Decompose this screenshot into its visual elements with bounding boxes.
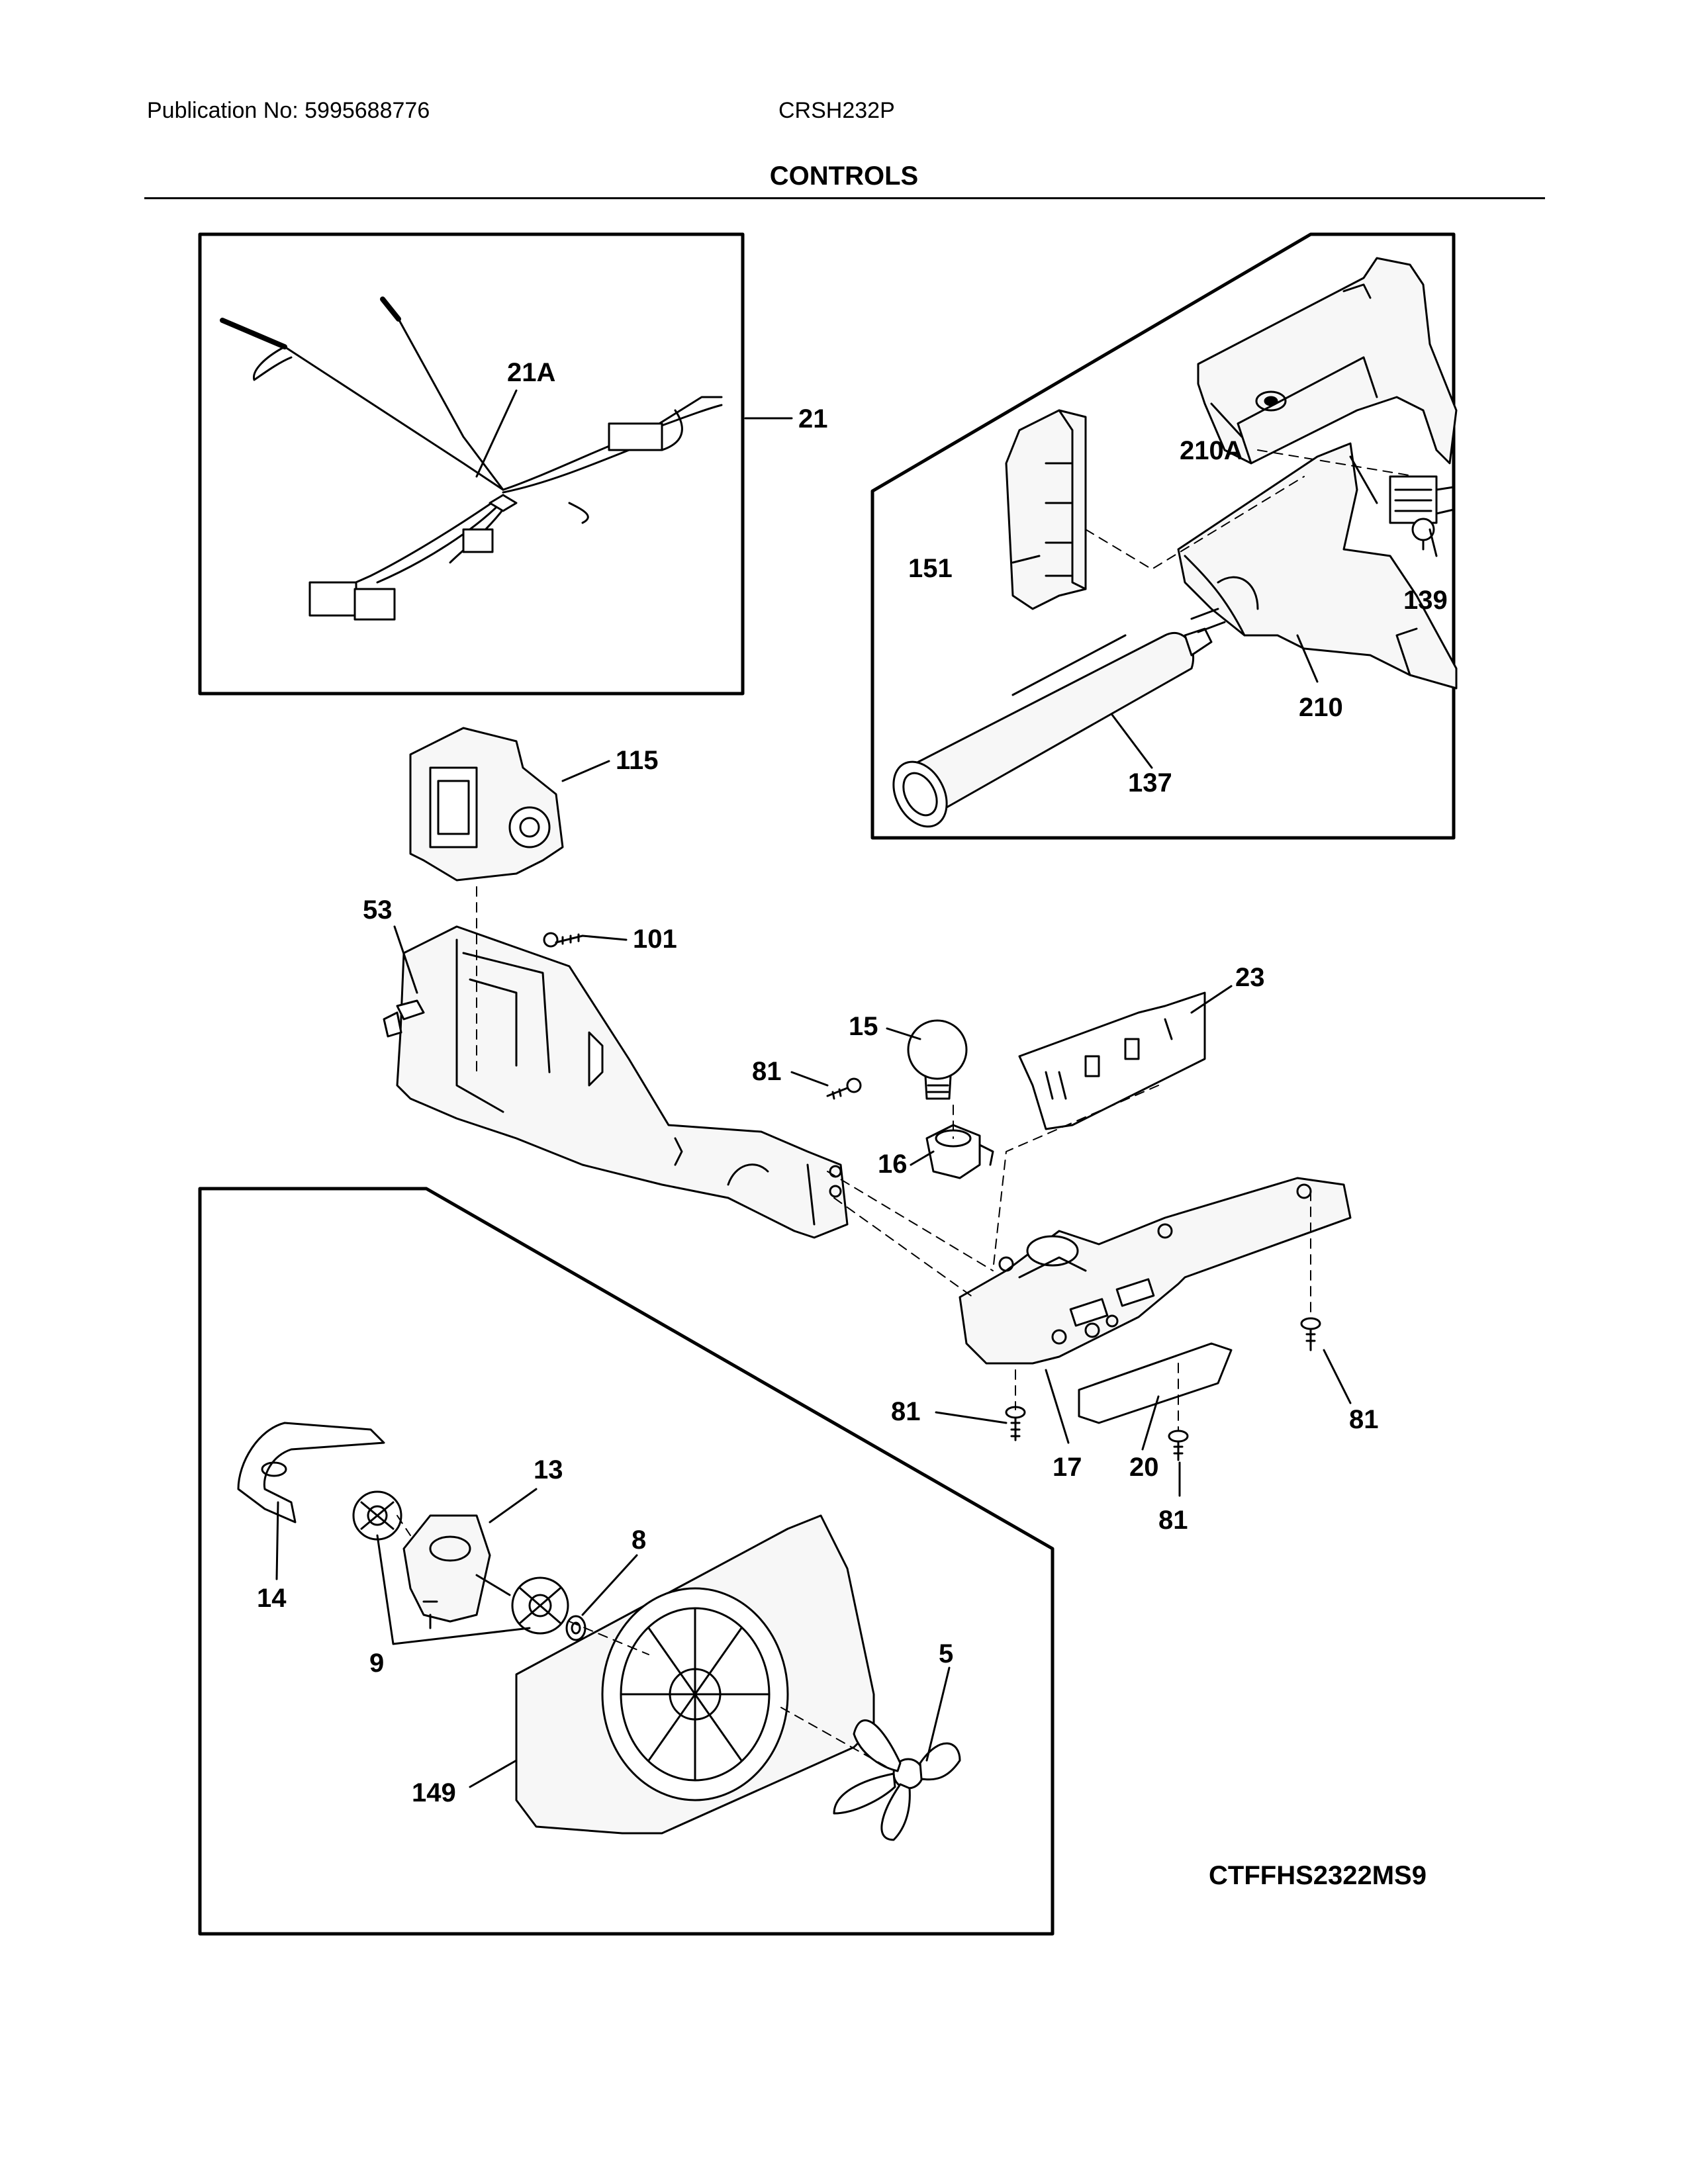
motor-grommet-9 (352, 1490, 569, 1635)
part-label-8: 8 (632, 1525, 646, 1555)
publication-number: Publication No: 5995688776 (147, 98, 430, 123)
washer-8 (565, 1615, 586, 1641)
part-label-13: 13 (534, 1455, 563, 1484)
filter-head-210 (1177, 442, 1458, 690)
control-console-17 (959, 1177, 1352, 1365)
part-label-16: 16 (878, 1150, 908, 1179)
part-label-14: 14 (257, 1584, 287, 1613)
control-overlay-20 (1078, 1342, 1233, 1424)
screw-81-right (1300, 1317, 1321, 1351)
control-housing-53 (383, 925, 849, 1239)
part-label-210A: 210A (1180, 436, 1243, 465)
part-label-21A: 21A (507, 358, 555, 387)
leader-lines (275, 389, 1438, 1788)
light-socket-16 (925, 1124, 994, 1179)
header-rule (144, 197, 1545, 199)
filter-housing-cover-210a (1197, 257, 1458, 465)
damper-control-115 (409, 727, 564, 882)
part-label-21: 21 (798, 404, 828, 433)
model-number: CRSH232P (778, 98, 895, 123)
page-title: CONTROLS (769, 161, 919, 191)
water-valve-139 (1389, 475, 1455, 551)
part-label-115: 115 (616, 746, 659, 775)
part-label-81-housing: 81 (752, 1057, 782, 1086)
part-label-17: 17 (1053, 1453, 1082, 1482)
control-board-23 (1018, 991, 1206, 1130)
water-filter-cartridge-137 (892, 608, 1226, 828)
wire-harness-frame (198, 232, 745, 696)
assembly-lines (397, 449, 1417, 1768)
part-label-15: 15 (849, 1012, 878, 1041)
fan-assembly-frame (198, 1187, 1055, 1936)
screw-101 (543, 932, 584, 948)
part-label-139: 139 (1403, 586, 1448, 615)
part-label-81-right: 81 (1349, 1405, 1379, 1434)
part-label-23: 23 (1235, 963, 1265, 992)
part-label-149: 149 (412, 1778, 456, 1807)
part-label-5: 5 (939, 1639, 953, 1668)
screw-81-left (1005, 1406, 1026, 1441)
wire-harness (220, 296, 723, 621)
water-filter-frame (870, 232, 1456, 840)
fan-shroud-149 (515, 1514, 875, 1835)
part-labels: 21A 21 210A 151 139 210 137 115 53 101 2… (257, 358, 1448, 1807)
diagram-code: CTFFHS2322MS9 (1209, 1861, 1427, 1890)
part-label-20: 20 (1129, 1453, 1159, 1482)
part-label-9: 9 (369, 1649, 384, 1678)
screw-81-bottom (1168, 1430, 1189, 1461)
filter-bypass-cap-151 (1005, 409, 1087, 610)
part-label-151: 151 (908, 554, 953, 583)
motor-bracket-14 (237, 1422, 385, 1524)
part-label-101: 101 (633, 925, 677, 954)
part-label-210: 210 (1299, 693, 1343, 722)
light-bulb-15 (907, 1019, 968, 1100)
screw-81-housing (826, 1077, 862, 1100)
part-label-81-left: 81 (891, 1397, 921, 1426)
part-label-81-bottom: 81 (1158, 1506, 1188, 1535)
fan-motor-13 (402, 1514, 511, 1629)
part-label-137: 137 (1128, 768, 1172, 797)
fan-blade-5 (833, 1719, 961, 1841)
part-label-53: 53 (363, 895, 393, 925)
